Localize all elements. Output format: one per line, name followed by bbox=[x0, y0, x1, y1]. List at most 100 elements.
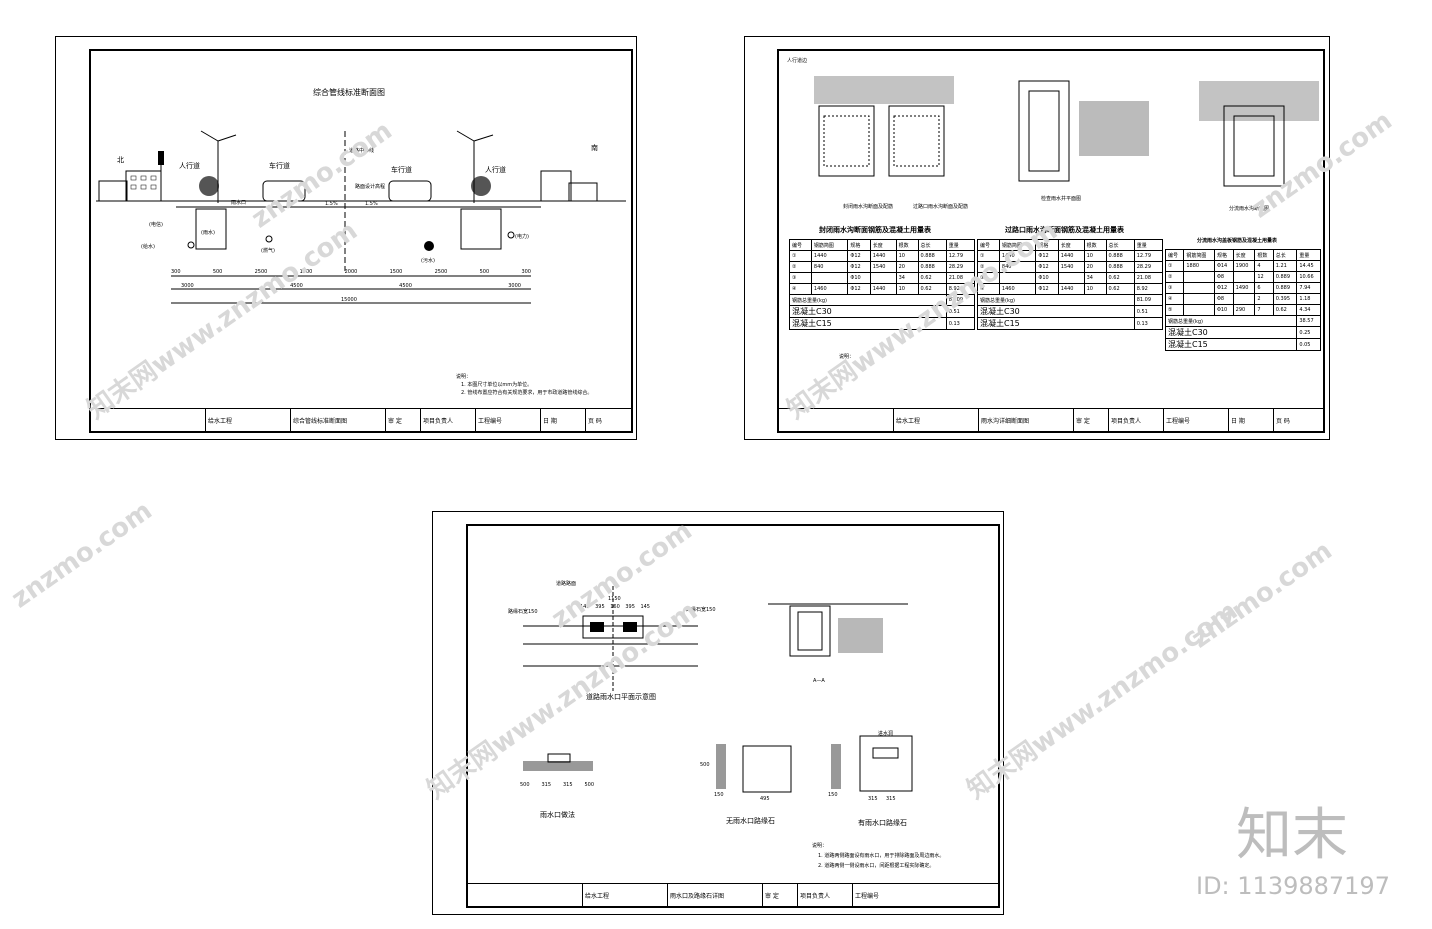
drawing-label: 封闭雨水沟断面及配筋 bbox=[843, 204, 894, 210]
th: 总长 bbox=[1105, 239, 1135, 251]
cell: 混凝土C30 bbox=[977, 305, 1135, 318]
dim: 3000 bbox=[181, 283, 194, 289]
sheet-frame: 综合管线标准断面图 bbox=[89, 49, 633, 433]
tb-cell: 审 定 bbox=[385, 409, 420, 431]
cell: 1440 bbox=[1057, 250, 1085, 262]
dim: 2500 bbox=[434, 269, 448, 275]
cell: 34 bbox=[1083, 272, 1107, 284]
th: 规格 bbox=[1213, 249, 1234, 261]
cell: 1880 bbox=[1183, 260, 1215, 272]
cell: ② bbox=[977, 261, 1000, 273]
tb-project: 给水工程 bbox=[893, 409, 978, 431]
cell: Φ8 bbox=[1213, 293, 1234, 305]
cell: 1900 bbox=[1232, 260, 1256, 272]
plan-total-dim: 1150 bbox=[608, 596, 621, 602]
cell: ⑤ bbox=[1164, 304, 1185, 316]
th: 重量 bbox=[945, 239, 976, 251]
detail2-dim: 500 bbox=[700, 762, 710, 768]
cell: 8.92 bbox=[945, 283, 976, 295]
cell: Φ12 bbox=[1035, 261, 1059, 273]
cell: Φ10 bbox=[1213, 304, 1234, 316]
label-rain-inlet: 雨水口 bbox=[231, 200, 247, 206]
cell: 1460 bbox=[998, 283, 1037, 295]
th: 根数 bbox=[1083, 239, 1107, 251]
cell bbox=[1183, 293, 1215, 305]
table-header: 编号钢筋简图规格长度根数总长重量 bbox=[977, 239, 1164, 251]
detail3-dim: 150 bbox=[828, 792, 838, 798]
plan-dims: 145 395 160 395 145 bbox=[580, 604, 650, 610]
cell bbox=[998, 272, 1037, 284]
cell: 20 bbox=[895, 261, 919, 273]
cell: 0.888 bbox=[917, 250, 947, 262]
cell: 21.08 bbox=[1133, 272, 1164, 284]
dim: 315 bbox=[562, 782, 573, 788]
dim: 160 bbox=[610, 604, 620, 610]
th: 钢筋简图 bbox=[1183, 249, 1215, 261]
table2-title: 过路口雨水沟断面钢筋及混凝土用量表 bbox=[1005, 226, 1124, 234]
cell: 10 bbox=[1083, 283, 1107, 295]
cell: Φ12 bbox=[847, 250, 871, 262]
cell: 10 bbox=[1083, 250, 1107, 262]
th: 钢筋简图 bbox=[810, 239, 849, 251]
th: 根数 bbox=[895, 239, 919, 251]
cell: 38.57 bbox=[1296, 315, 1321, 327]
th: 重量 bbox=[1296, 249, 1321, 261]
cell: ③ bbox=[789, 272, 812, 284]
tb-cell: 日 期 bbox=[540, 409, 585, 431]
detail2-dim: 150 bbox=[714, 792, 724, 798]
cell: 12 bbox=[1254, 271, 1274, 283]
notes-title: 说明： bbox=[456, 374, 472, 380]
tb-cell: 页 码 bbox=[585, 409, 631, 431]
tb-cell: 工程编号 bbox=[475, 409, 540, 431]
dim: 500 bbox=[520, 782, 530, 788]
south-label: 南 bbox=[591, 144, 598, 152]
label-power: (电力) bbox=[515, 234, 529, 240]
detail2-title: 无雨水口路缘石 bbox=[726, 817, 775, 825]
cell: 0.888 bbox=[917, 261, 947, 273]
cell: 混凝土C30 bbox=[789, 305, 947, 318]
cell: 0.395 bbox=[1272, 293, 1298, 305]
cell: 混凝土C15 bbox=[789, 317, 947, 330]
label-water-supply: (给水) bbox=[141, 244, 155, 250]
cell: 1440 bbox=[810, 250, 849, 262]
dim: 300 bbox=[521, 269, 531, 275]
cell bbox=[1057, 272, 1085, 284]
cell: ② bbox=[1164, 271, 1185, 283]
cell: 6 bbox=[1254, 282, 1274, 294]
north-label: 北 bbox=[117, 156, 124, 164]
tb-company bbox=[468, 884, 582, 906]
cell bbox=[1232, 293, 1256, 305]
cell: 0.05 bbox=[1296, 338, 1321, 351]
detail2-dim: 495 bbox=[760, 796, 770, 802]
cell: 7.94 bbox=[1296, 282, 1321, 294]
sheet-cross-section: 综合管线标准断面图 bbox=[55, 36, 637, 440]
label-slope-right: 1.5% bbox=[365, 201, 378, 207]
table-row: 钢筋总重量(kg)81.09 bbox=[977, 294, 1164, 306]
th: 编号 bbox=[789, 239, 812, 251]
cell: Φ10 bbox=[1035, 272, 1059, 284]
label-inlet: 进水洞 bbox=[878, 731, 894, 737]
sheet-frame: 道路路面 1150 145 395 160 395 145 路缘石宽150 路缘… bbox=[466, 524, 1000, 908]
cell: 28.29 bbox=[1133, 261, 1164, 273]
tb-company bbox=[779, 409, 893, 431]
cell: 0.62 bbox=[1272, 304, 1298, 316]
cell: Φ14 bbox=[1213, 260, 1234, 272]
cell: 1540 bbox=[1057, 261, 1085, 273]
cell: 0.62 bbox=[1105, 272, 1135, 284]
th: 编号 bbox=[977, 239, 1000, 251]
th: 钢筋简图 bbox=[998, 239, 1037, 251]
label-lane-left: 车行道 bbox=[269, 162, 290, 170]
drawing-label: 分流雨水沟断面图 bbox=[1229, 206, 1270, 212]
label-design-line: 路面设计高程 bbox=[355, 184, 386, 190]
drawing-label: 过路口雨水沟断面及配筋 bbox=[913, 204, 969, 210]
sheet-drain-details: 人行道边 封闭雨水沟断面及配筋 过路口雨水沟断面及配筋 检查雨水井平面图 分流雨… bbox=[744, 36, 1330, 440]
cell: 1540 bbox=[869, 261, 897, 273]
cell: 钢筋总重量(kg) bbox=[1164, 315, 1298, 327]
